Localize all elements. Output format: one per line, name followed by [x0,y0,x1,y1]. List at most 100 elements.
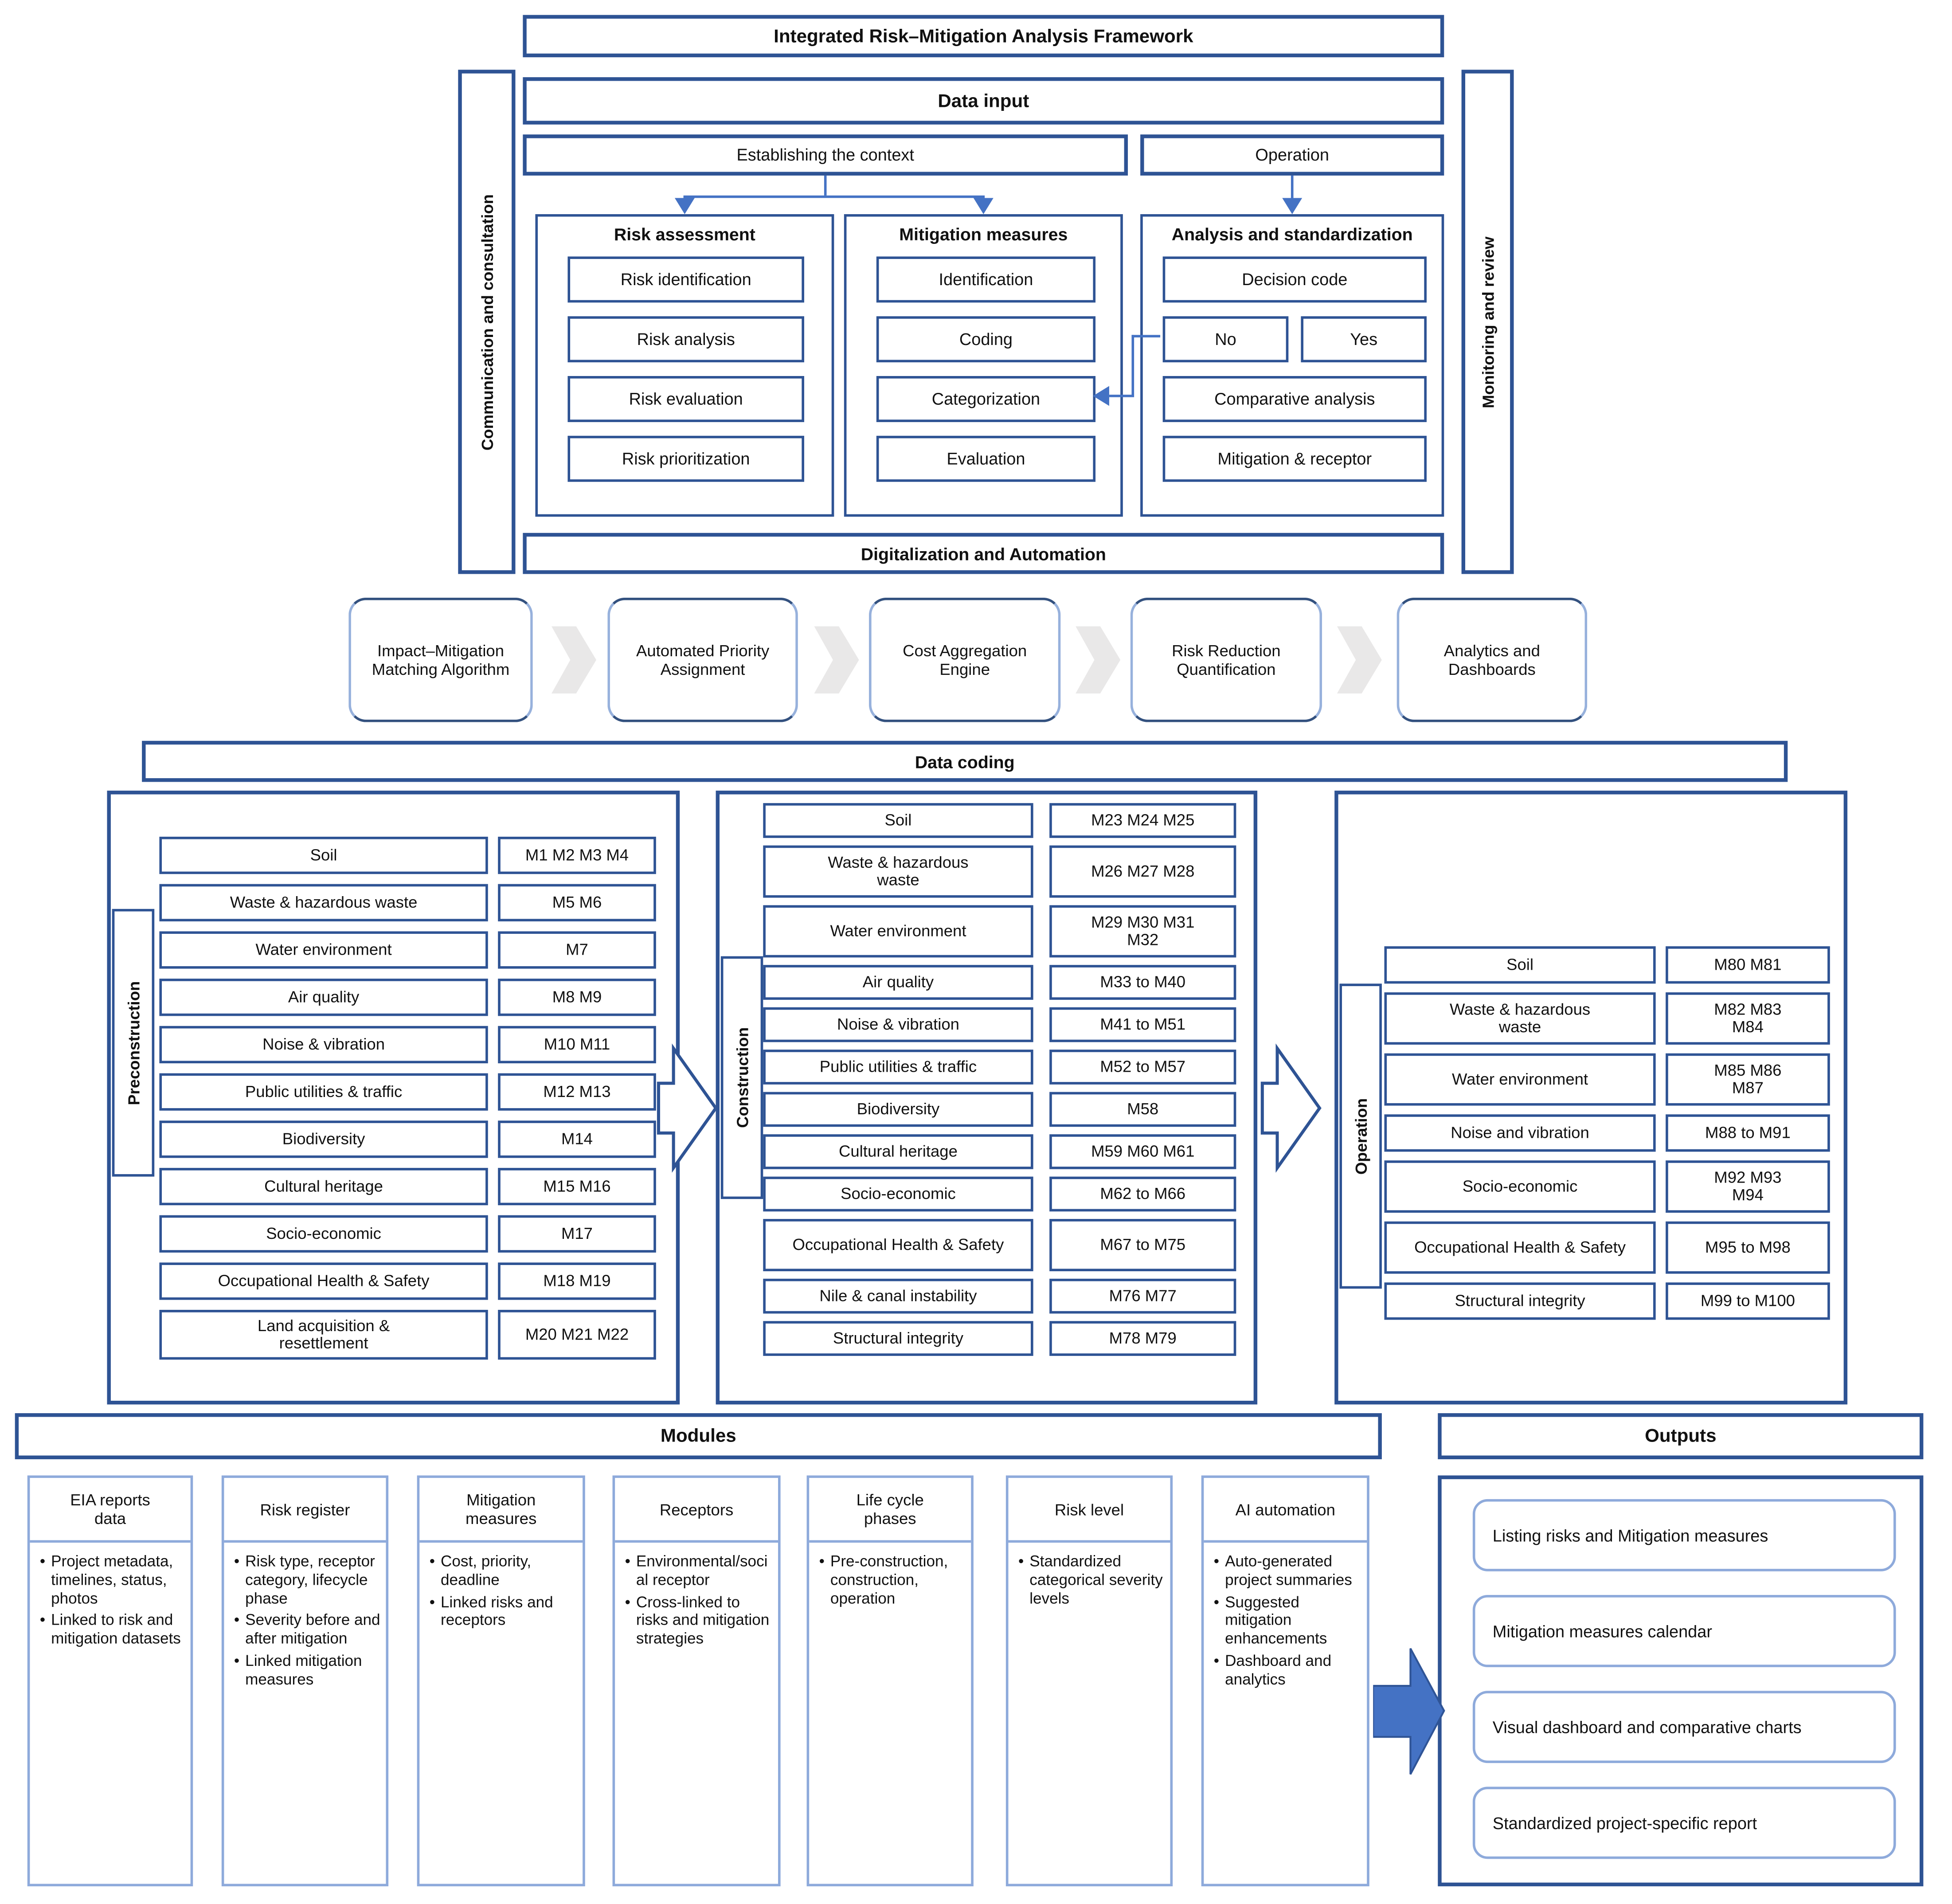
row-codes: M80 M81 [1714,955,1782,974]
pipeline-step-cost: Cost Aggregation Engine [868,597,1061,722]
risk-assessment-panel: Risk assessment Risk identification Risk… [535,214,834,517]
construction-label-text: Construction [732,1027,751,1128]
pipeline-step-text: Risk Reduction Quantification [1172,641,1281,679]
output-item-dashboard: Visual dashboard and comparative charts [1472,1691,1896,1763]
row-label: Structural integrity [833,1328,964,1347]
row-codes: M14 [561,1129,593,1148]
row-label: Water environment [1452,1069,1588,1088]
row-label: Noise & vibration [262,1034,385,1054]
module-bullet: Linked mitigation measures [234,1652,381,1689]
bullet-text: Auto-generated project summaries [1225,1552,1352,1589]
row-codes: M8 M9 [552,987,602,1006]
pipeline-step-priority: Automated Priority Assignment [607,597,798,722]
row-codes: M5 M6 [552,892,602,912]
coding-box: Coding [876,316,1096,363]
row-label: Occupational Health & Safety [218,1271,430,1290]
establishing-context-box: Establishing the context [523,134,1128,176]
operation-label: Operation [1339,983,1382,1289]
bullet-text: Linked to risk and mitigation datasets [51,1611,181,1647]
preconstruction-label-text: Preconstruction [124,980,143,1105]
row-label: Occupational Health & Safety [1414,1237,1626,1256]
row-label: Noise and vibration [1451,1123,1589,1142]
module-bullet: Linked risks and receptors [430,1593,578,1630]
row-label: Land acquisition & resettlement [257,1316,390,1352]
monitoring-rail-text: Monitoring and review [1478,236,1497,408]
row-codes: M85 M86 M87 [1714,1060,1782,1097]
modules-bar: Modules [15,1413,1382,1459]
module-risk-register: Risk register Risk type, receptor catego… [221,1475,389,1887]
module-body: Auto-generated project summaries Suggest… [1204,1543,1367,1697]
decision-code-text: Decision code [1242,270,1348,289]
row-codes: M7 [566,940,588,959]
mitigation-measures-panel: Mitigation measures Identification Codin… [844,214,1123,517]
output-item-report: Standardized project-specific report [1472,1786,1896,1859]
module-bullet: Pre-construction, construction, operatio… [819,1553,966,1608]
row-codes: M92 M93 M94 [1714,1167,1782,1204]
row-codes: M26 M27 M28 [1091,861,1195,880]
module-bullet: Standardized categorical severity levels [1018,1553,1165,1608]
module-bullet: Severity before and after mitigation [234,1611,381,1648]
construction-label: Construction [720,956,763,1199]
analysis-standardization-title: Analysis and standardization [1171,224,1413,244]
output-item-text: Visual dashboard and comparative charts [1492,1717,1802,1736]
module-header-text: EIA reports data [70,1490,150,1528]
phase-transition-arrow-icon [1260,1043,1322,1173]
bullet-text: Cross-linked to risks and mitigation str… [636,1593,770,1647]
categorization-box: Categorization [876,376,1096,422]
module-bullet: Cross-linked to risks and mitigation str… [625,1593,773,1648]
down-arrowhead-icon [674,198,695,214]
risk-evaluation-text: Risk evaluation [629,389,743,409]
row-label: Structural integrity [1455,1291,1585,1310]
row-label: Cultural heritage [839,1141,958,1160]
module-body: Risk type, receptor category, lifecycle … [224,1543,386,1697]
row-codes: M76 M77 [1109,1286,1177,1305]
connector-line [1109,395,1132,397]
row-codes: M88 to M91 [1705,1123,1791,1142]
module-header: Risk register [224,1478,386,1543]
bullet-text: Project metadata, timelines, status, pho… [51,1552,173,1607]
module-receptors: Receptors Environmental/social receptor … [612,1475,781,1887]
row-codes: M33 to M40 [1100,972,1186,991]
connector-line [1291,175,1294,198]
bullet-text: Linked mitigation measures [245,1652,362,1688]
coding-text: Coding [959,330,1013,349]
communication-rail-text: Communication and consultation [477,193,496,450]
module-header-text: Risk level [1054,1500,1124,1519]
row-label: Soil [310,845,337,864]
risk-analysis-text: Risk analysis [637,330,735,349]
row-codes: M58 [1127,1099,1159,1118]
module-header-text: Life cycle phases [856,1490,924,1528]
phase-transition-arrow-icon [657,1043,718,1173]
module-bullet: Project metadata, timelines, status, pho… [40,1553,186,1608]
module-bullet: Cost, priority, deadline [430,1553,578,1590]
module-lifecycle-phases: Life cycle phases Pre-construction, cons… [806,1475,974,1887]
bullet-text: Dashboard and analytics [1225,1652,1332,1688]
row-label: Air quality [288,987,360,1006]
row-label: Waste & hazardous waste [1449,999,1591,1036]
risk-assessment-title: Risk assessment [614,224,755,244]
down-arrowhead-icon [1282,198,1303,214]
module-bullet: Auto-generated project summaries [1214,1553,1362,1590]
module-bullet: Linked to risk and mitigation datasets [40,1611,186,1648]
comparative-analysis-text: Comparative analysis [1214,389,1375,409]
module-ai-automation: AI automation Auto-generated project sum… [1201,1475,1369,1887]
row-label: Water environment [255,940,392,959]
connector-line [1131,335,1134,397]
categorization-text: Categorization [931,389,1041,409]
module-header-text: Receptors [659,1500,734,1519]
module-risk-level: Risk level Standardized categorical seve… [1005,1475,1173,1887]
row-codes: M1 M2 M3 M4 [525,845,629,864]
modules-title-text: Modules [660,1426,736,1447]
data-input-bar: Data input [523,77,1444,125]
module-bullet: Risk type, receptor category, lifecycle … [234,1553,381,1608]
